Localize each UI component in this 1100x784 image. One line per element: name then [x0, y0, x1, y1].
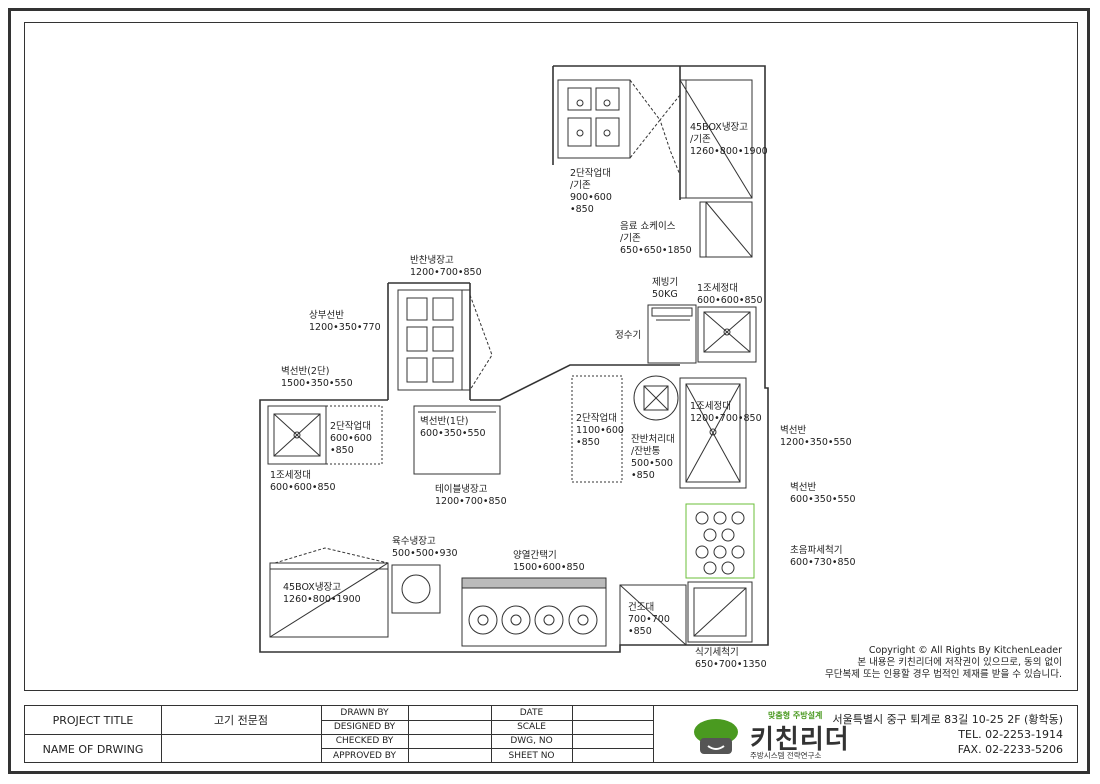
label-box45-top: 45BOX냉장고 /기존 1260•800•1900	[690, 122, 768, 157]
drawing-area	[24, 22, 1078, 691]
sink-mid-fixture	[679, 377, 747, 489]
company-contact: 서울특별시 중구 퇴계로 83길 10-25 2F (황학동) TEL. 02-…	[832, 712, 1063, 757]
banchan-fridge-fixture	[397, 289, 493, 391]
company-fax: FAX. 02-2233-5206	[957, 743, 1063, 756]
approved-by-label: APPROVED BY	[332, 751, 396, 761]
box45-fridge-top	[659, 79, 753, 199]
label-box45-bottom: 45BOX냉장고 1260•800•1900	[283, 582, 361, 605]
company-subtitle: 주방시스템 전략연구소	[750, 751, 822, 760]
label-dishwasher: 식기세척기 650•700•1350	[695, 647, 767, 670]
label-sink-right: 1조세정대 600•600•850	[697, 283, 763, 306]
label-dry-table: 건조대 700•700 •850	[628, 602, 670, 637]
checked-by-label: CHECKED BY	[335, 736, 394, 746]
drawing-name-label: NAME OF DRWING	[42, 742, 144, 756]
copyright-line2: 본 내용은 키친리더에 저작권이 있으므로, 동의 없이	[857, 657, 1062, 668]
company-tel: TEL. 02-2253-1914	[958, 728, 1063, 741]
dwg-no-label: DWG, NO	[510, 736, 553, 746]
sink-right-fixture	[697, 306, 757, 363]
worktable-mid-fixture	[571, 375, 679, 483]
company-tagline: 맞춤형 주방설계	[768, 711, 823, 720]
label-wall-shelf-1: 벽선반(1단) 600•350•550	[420, 416, 486, 439]
copyright-line3: 무단복제 또는 인용할 경우 법적인 제재를 받을 수 있습니다.	[825, 669, 1062, 680]
label-ultrasonic: 초음파세척기 600•730•850	[790, 545, 856, 568]
project-title-label: PROJECT TITLE	[52, 713, 134, 727]
label-worktable-mid: 2단작업대 1100•600 •850	[576, 413, 624, 448]
box45-fridge-bottom	[269, 547, 389, 638]
label-sink-mid: 1조세정대 1200•700•850	[690, 401, 762, 424]
left-counter-fixtures	[267, 405, 501, 475]
designed-by-label: DESIGNED BY	[333, 722, 396, 732]
showcase-fixture	[699, 201, 753, 258]
label-top-shelf: 상부선반 1200•350•770	[309, 310, 381, 333]
label-water-purifier: 정수기	[615, 330, 642, 341]
project-title-value: 고기 전문점	[213, 714, 269, 727]
label-wall-shelf-r: 벽선반 1200•350•550	[780, 425, 852, 448]
label-wall-shelf-r2: 벽선반 600•350•550	[790, 482, 856, 505]
label-banchan-fridge: 반찬냉장고 1200•700•850	[410, 255, 482, 278]
drawing-border	[8, 8, 1090, 774]
label-dish-table: 잔반처리대 /잔반통 500•500 •850	[631, 434, 675, 481]
title-block: PROJECT TITLE 고기 전문점 NAME OF DRWING DRAW…	[24, 705, 1078, 763]
company-logo: 맞춤형 주방설계 키친리더 주방시스템 전략연구소	[690, 710, 880, 760]
label-table-fridge: 테이블냉장고 1200•700•850	[435, 484, 507, 507]
copyright-notice: Copyright © All Rights By KitchenLeader …	[825, 645, 1062, 681]
label-showcase: 음료 쇼케이스 /기존 650•650•1850	[620, 221, 692, 256]
drawn-by-label: DRAWN BY	[340, 708, 389, 718]
worktable-top-fixture	[557, 79, 661, 159]
date-label: DATE	[519, 708, 544, 718]
label-wall-shelf-2: 벽선반(2단) 1500•350•550	[281, 366, 353, 389]
label-meat-fridge: 육수냉장고 500•500•930	[392, 536, 458, 559]
company-address: 서울특별시 중구 퇴계로 83길 10-25 2F (황학동)	[832, 713, 1063, 726]
scale-label: SCALE	[517, 722, 546, 732]
ultrasonic-washer-fixture	[685, 503, 755, 579]
label-range: 양열간택기 1500•600•850	[513, 550, 585, 573]
label-sink-left: 1조세정대 600•600•850	[270, 470, 336, 493]
label-worktable-left: 2단작업대 600•600 •850	[330, 421, 372, 456]
company-name: 키친리더	[750, 725, 850, 755]
chef-hat-icon	[694, 719, 738, 754]
ice-maker-fixture	[647, 304, 697, 364]
label-ice-maker: 제빙기 50KG	[652, 277, 679, 300]
copyright-line1: Copyright © All Rights By KitchenLeader	[868, 645, 1062, 656]
sheet-no-label: SHEET NO	[508, 751, 555, 761]
label-worktable-top: 2단작업대 /기존 900•600 •850	[570, 168, 612, 215]
meat-fridge-fixture	[391, 564, 441, 614]
dry-table-dishwasher	[619, 581, 753, 646]
range-fixture	[461, 577, 607, 647]
